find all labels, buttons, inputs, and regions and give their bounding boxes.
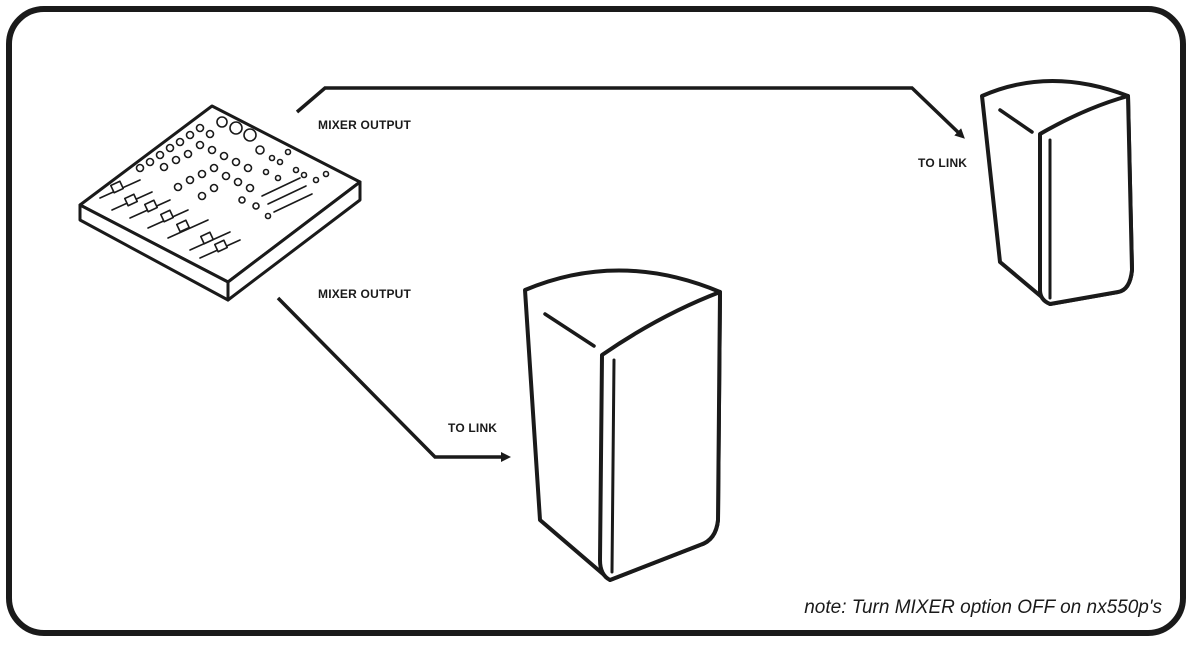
label-mixer-output-top: MIXER OUTPUT	[318, 118, 412, 132]
diagram-note: note: Turn MIXER option OFF on nx550p's	[804, 597, 1162, 618]
cable-bottom	[276, 296, 511, 462]
cable-top	[295, 86, 965, 139]
speaker-icon	[523, 268, 722, 582]
label-mixer-output-bottom: MIXER OUTPUT	[318, 287, 412, 301]
speaker-icon	[980, 79, 1134, 306]
label-to-link-center: TO LINK	[448, 421, 498, 435]
label-to-link-right: TO LINK	[918, 156, 968, 170]
mixer-console-icon	[78, 104, 362, 302]
